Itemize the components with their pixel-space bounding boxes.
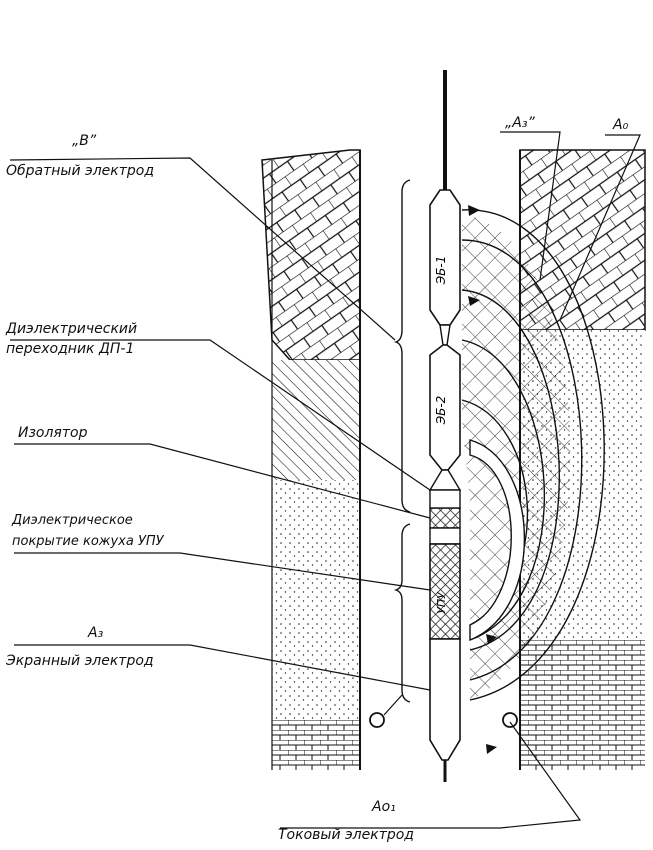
label-upu: УПУ [435,591,448,614]
focused-current-zone [462,215,571,700]
label-eb2: ЭБ-2 [434,396,448,426]
leader-return-electrode [9,157,396,341]
label-current-electrode: Токовый электрод [278,827,414,843]
label-dielectric-adapter-1: Диэлектрический [6,321,138,337]
upu-coated-housing [429,543,461,640]
leader-screen-electrode [14,644,431,691]
leader-insulator [14,443,431,519]
field-line-outer [461,209,605,701]
current-beam-inner-edge [469,439,526,642]
label-a0-top: А₀ [613,117,629,133]
label-a3-top: „А₃” [505,115,535,131]
left-bottom-layer [272,720,360,770]
leader-lines [9,131,641,829]
label-dielectric-adapter-2: переходник ДП-1 [6,341,135,357]
dielectric-adapter [428,469,462,491]
right-bottom-layer [520,640,645,770]
leader-a0-top [559,134,641,321]
left-hatch-layer [272,360,360,480]
leader-dielectric-adapter [10,339,431,491]
label-coating-1: Диэлектрическое [12,513,133,528]
left-formation [261,149,361,770]
label-screen-electrode: Экранный электрод [6,653,154,669]
label-a3: А₃ [88,625,104,641]
insulator-band [429,507,461,529]
braces [393,179,411,703]
label-eb1: ЭБ-1 [434,256,448,286]
leader-coating [14,552,431,591]
leader-current-electrode [280,721,582,829]
logging-tool [428,70,462,782]
field-arrows [468,205,497,754]
label-return-electrode: Обратный электрод [6,163,155,179]
label-insulator: Изолятор [18,425,88,441]
leader-a3-top [500,131,561,281]
left-sand-layer [272,480,360,720]
label-coating-2: покрытие кожуха УПУ [12,534,164,549]
left-brick-layer [261,149,361,361]
label-b-title: „В” [72,133,97,149]
ground-markers [369,712,518,728]
label-a01: Ао₁ [372,799,396,815]
current-electrode-body [429,638,461,761]
